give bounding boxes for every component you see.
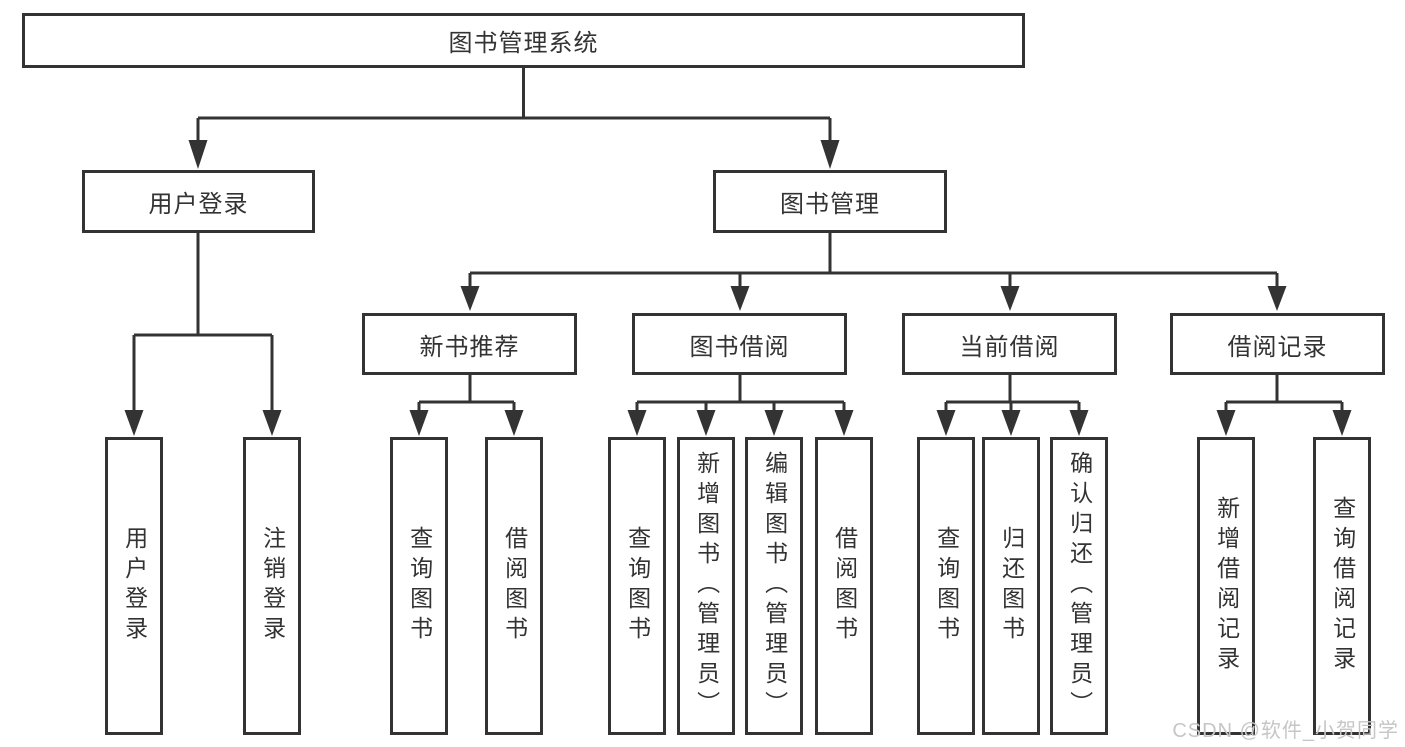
arrowhead bbox=[188, 140, 208, 169]
node-label: 借阅图书 bbox=[501, 526, 528, 646]
node-label: 查询图书 bbox=[406, 526, 433, 646]
arrowhead bbox=[627, 410, 647, 436]
arrowhead bbox=[1267, 286, 1287, 311]
node-label: 图书借阅 bbox=[689, 333, 790, 361]
connector-line bbox=[944, 375, 1081, 412]
node-leaf-bb-add-book-admin: 新增图书（管理员） bbox=[677, 437, 735, 735]
node-label: 当前借阅 bbox=[959, 333, 1060, 361]
node-label: 用户登录 bbox=[148, 191, 249, 218]
node-leaf-user-login: 用户登录 bbox=[105, 437, 163, 735]
node-leaf-nbr-query-books: 查询图书 bbox=[390, 437, 448, 735]
node-book-borrowing: 图书借阅 bbox=[632, 313, 847, 375]
arrowhead bbox=[936, 410, 956, 436]
node-leaf-bb-query-books: 查询图书 bbox=[608, 437, 666, 735]
connector-current-borrowing bbox=[936, 375, 1089, 436]
connector-line bbox=[468, 233, 1279, 288]
connector-root bbox=[188, 68, 840, 169]
arrowhead bbox=[504, 410, 524, 436]
node-leaf-bb-borrow-books: 借阅图书 bbox=[815, 437, 873, 735]
node-book-management: 图书管理 bbox=[713, 170, 947, 233]
node-label: 用户登录 bbox=[121, 526, 148, 646]
arrowhead bbox=[730, 286, 750, 311]
node-label: 新书推荐 bbox=[419, 333, 520, 361]
node-leaf-cb-return-books: 归还图书 bbox=[982, 437, 1040, 735]
connector-new-book-recommend bbox=[409, 375, 524, 436]
node-label: 新增图书（管理员） bbox=[693, 451, 720, 721]
node-label: 查询借阅记录 bbox=[1329, 496, 1356, 676]
arrowhead bbox=[409, 410, 429, 436]
node-label: 借阅记录 bbox=[1227, 333, 1328, 361]
arrowhead bbox=[1332, 410, 1352, 436]
connector-book-management bbox=[460, 233, 1287, 311]
node-label: 图书管理系统 bbox=[448, 30, 599, 57]
arrowhead bbox=[1069, 410, 1089, 436]
node-leaf-cb-query-books: 查询图书 bbox=[917, 437, 975, 735]
node-leaf-br-add-record: 新增借阅记录 bbox=[1197, 437, 1255, 735]
node-label: 归还图书 bbox=[998, 526, 1025, 646]
arrowhead bbox=[834, 410, 854, 436]
node-leaf-bb-edit-book-admin: 编辑图书（管理员） bbox=[745, 437, 803, 735]
arrowhead bbox=[1216, 410, 1236, 436]
arrowhead bbox=[764, 410, 784, 436]
connector-book-borrowing bbox=[627, 375, 854, 436]
node-leaf-logout: 注销登录 bbox=[243, 437, 301, 735]
node-leaf-br-query-record: 查询借阅记录 bbox=[1313, 437, 1371, 735]
connector-line bbox=[635, 375, 846, 412]
arrowhead bbox=[262, 410, 282, 436]
connector-line bbox=[417, 375, 516, 412]
node-library-management-system: 图书管理系统 bbox=[22, 13, 1025, 68]
node-leaf-nbr-borrow-books: 借阅图书 bbox=[485, 437, 543, 735]
connector-line bbox=[196, 68, 832, 142]
node-label: 新增借阅记录 bbox=[1213, 496, 1240, 676]
node-label: 确认归还（管理员） bbox=[1066, 451, 1093, 721]
arrowhead bbox=[820, 140, 840, 169]
node-label: 注销登录 bbox=[259, 526, 286, 646]
node-new-book-recommend: 新书推荐 bbox=[362, 313, 577, 375]
arrowhead bbox=[1000, 286, 1020, 311]
connector-borrowing-records bbox=[1216, 375, 1352, 436]
connector-line bbox=[132, 233, 274, 412]
connector-line bbox=[1224, 375, 1344, 412]
node-label: 查询图书 bbox=[624, 526, 651, 646]
node-current-borrowing: 当前借阅 bbox=[902, 313, 1117, 375]
node-label: 查询图书 bbox=[933, 526, 960, 646]
node-label: 编辑图书（管理员） bbox=[761, 451, 788, 721]
node-label: 图书管理 bbox=[780, 191, 880, 218]
arrowhead bbox=[1001, 410, 1021, 436]
connector-user-login bbox=[124, 233, 282, 436]
arrowhead bbox=[124, 410, 144, 436]
node-user-login: 用户登录 bbox=[82, 170, 315, 233]
node-borrowing-records: 借阅记录 bbox=[1170, 313, 1385, 375]
node-leaf-cb-confirm-return-admin: 确认归还（管理员） bbox=[1050, 437, 1108, 735]
node-label: 借阅图书 bbox=[831, 526, 858, 646]
arrowhead bbox=[460, 286, 480, 311]
arrowhead bbox=[696, 410, 716, 436]
csdn-watermark: CSDN @软件_小贺同学 bbox=[1172, 720, 1399, 742]
